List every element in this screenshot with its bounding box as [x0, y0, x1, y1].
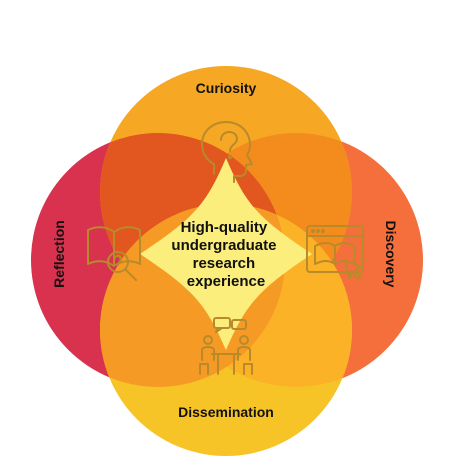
book-magnifier-icon: [87, 226, 141, 281]
reflection-label: Reflection: [51, 220, 67, 288]
head-question-icon: [201, 121, 253, 183]
presentation-icon: [199, 317, 253, 375]
center-line-2: undergraduate: [171, 237, 276, 254]
center-line-4: experience: [187, 273, 265, 290]
dissemination-label: Dissemination: [178, 404, 274, 420]
center-line-3: research: [193, 255, 256, 272]
center-region: [140, 158, 312, 350]
center-title: High-quality undergraduate research expe…: [171, 219, 280, 290]
center-line-1: High-quality: [181, 219, 268, 236]
browser-click-icon: [306, 225, 364, 280]
curiosity-label: Curiosity: [196, 80, 257, 96]
discovery-label: Discovery: [383, 221, 399, 288]
